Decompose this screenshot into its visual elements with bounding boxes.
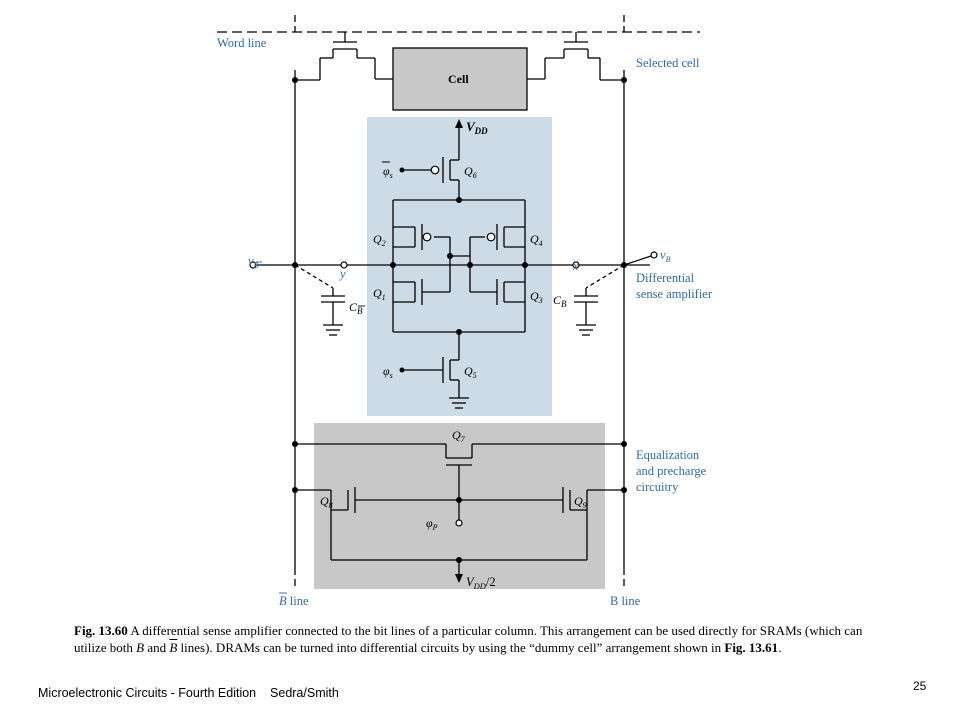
caption-b2: B <box>169 640 178 655</box>
equalization-label-3: circuitry <box>636 480 679 494</box>
footer-title: Microelectronic Circuits - Fourth Editio… <box>38 686 257 700</box>
caption-fig-label: Fig. 13.60 <box>74 623 128 638</box>
phi-s-bar-label: φs <box>383 164 393 180</box>
b-line-label: B line <box>610 594 641 608</box>
diff-sense-label-2: sense amplifier <box>636 287 713 301</box>
v-b-label: vB <box>660 248 671 264</box>
caption-b1: B <box>136 640 145 655</box>
node-y-label: y <box>338 267 346 281</box>
vdd-arrow-icon <box>455 119 463 128</box>
selected-cell-label: Selected cell <box>636 56 700 70</box>
footer-authors: Sedra/Smith <box>270 686 339 700</box>
q8-label: Q8 <box>320 494 333 510</box>
q3-label: Q3 <box>530 289 543 305</box>
caption-fig-ref: Fig. 13.61 <box>724 640 779 655</box>
vdd2-label: VDD/2 <box>466 575 496 591</box>
q1-label: Q1 <box>373 286 386 302</box>
equalization-label-2: and precharge <box>636 464 707 478</box>
q4-label: Q4 <box>530 232 543 248</box>
caption-text-1: A differential sense amplifier connected… <box>74 623 863 655</box>
c-bbar-label: CB <box>349 300 363 316</box>
q6-label: Q6 <box>464 164 477 180</box>
c-b-label: CB <box>553 293 567 309</box>
q2-label: Q2 <box>373 232 386 248</box>
caption-text-2: and <box>144 640 170 655</box>
vdd-label: VDD <box>466 119 488 136</box>
phi-s-label: φs <box>383 364 393 380</box>
word-line-label: Word line <box>217 36 267 50</box>
v-bbar-label: vB <box>248 254 259 270</box>
figure-caption: Fig. 13.60 A differential sense amplifie… <box>74 622 894 656</box>
diff-sense-label-1: Differential <box>636 271 695 285</box>
equalization-label-1: Equalization <box>636 448 700 462</box>
cell-label: Cell <box>448 72 469 86</box>
sense-amplifier-region <box>367 117 552 416</box>
caption-text-3: lines). DRAMs can be turned into differe… <box>177 640 725 655</box>
caption-text-4: . <box>778 640 782 655</box>
page-number: 25 <box>913 679 927 693</box>
q7-label: Q7 <box>452 428 466 444</box>
memory-cell <box>392 47 528 111</box>
footer-book: Microelectronic Circuits - Fourth Editio… <box>38 686 339 700</box>
q5-label: Q5 <box>464 364 477 380</box>
phi-p-label: φP <box>426 516 438 532</box>
q9-label: Q9 <box>574 494 587 510</box>
bbar-line-label: B line <box>279 594 309 608</box>
node-x-label: x <box>572 259 579 273</box>
vdd2-arrow-icon <box>455 574 463 583</box>
